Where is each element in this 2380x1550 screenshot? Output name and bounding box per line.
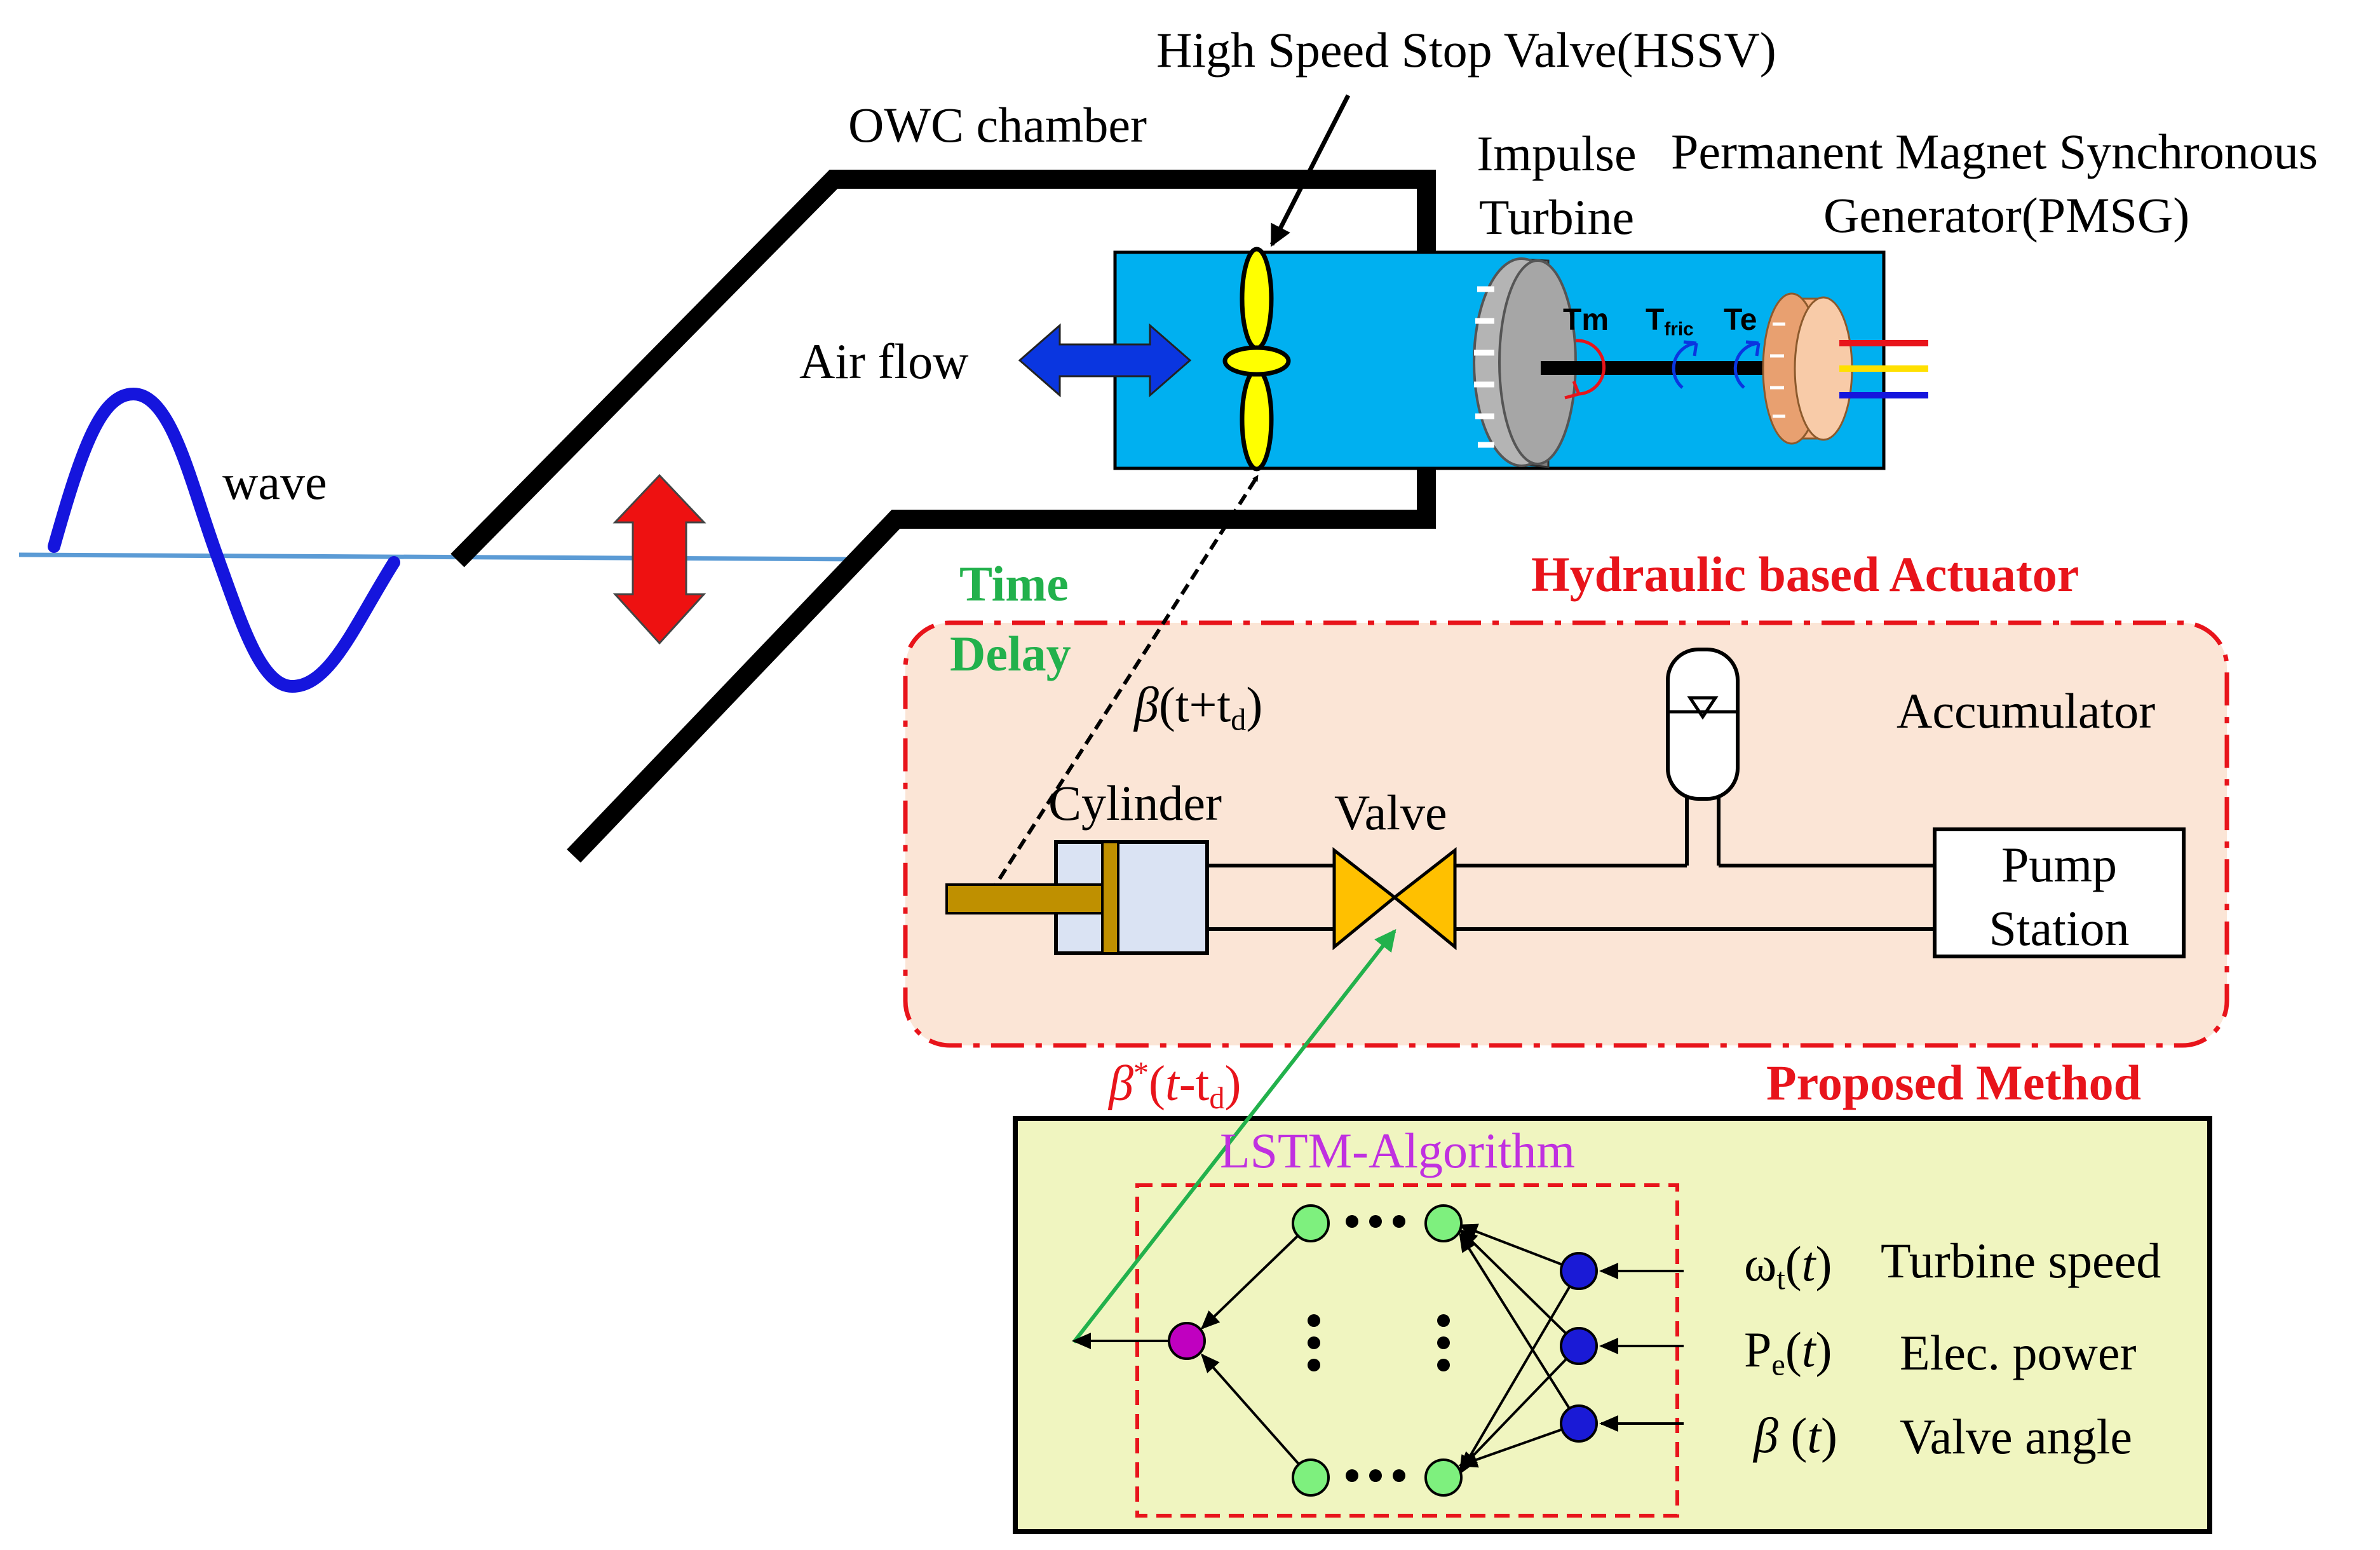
butterfly-valve-icon [1222,247,1291,472]
impulse-turbine-label: Impulse Turbine [1461,129,1652,242]
input-node [1560,1404,1598,1443]
ellipsis-dots [1308,1215,1450,1482]
beta-reference-sub: d [1209,1082,1225,1116]
beta-future-main: (t+t [1158,677,1231,732]
hssv-label: High Speed Stop Valve(HSSV) [1156,22,1776,78]
beta-reference-close: ) [1224,1055,1241,1111]
beta-future-symbol: β [1134,677,1159,732]
beta-reference-symbol: β [1109,1055,1133,1111]
hidden-node [1424,1204,1463,1242]
beta-reference-mid: -t [1179,1055,1210,1111]
input-arg-0: t [1801,1236,1816,1291]
network-nodes [1168,1204,1598,1497]
lstm-inner-box [1135,1183,1679,1518]
water-surface [18,552,865,562]
hydraulic-actuator-box [903,620,2229,1048]
input-node [1560,1252,1598,1290]
cylinder-label: Cylinder [1048,775,1222,831]
input-sub-0: t [1776,1262,1785,1296]
output-node [1168,1322,1206,1360]
input-symbol-valve-angle: β (t) [1754,1408,1837,1463]
input-name-turbine-speed: Turbine speed [1881,1233,2161,1288]
owc-chamber-lower-wall [567,469,1436,863]
sine-wave-icon [48,387,400,693]
accumulator-label: Accumulator [1897,683,2156,738]
double-arrow-icon [612,473,707,645]
time-delay-label-line1: Time [959,556,1069,611]
neural-network-icon [1072,1222,1684,1479]
pump-station-label: Pump Station [1935,840,2184,953]
torque-arrows [1564,339,1761,400]
input-arg-2: t [1807,1408,1822,1463]
tfric-label-sub: fric [1664,318,1694,340]
lstm-box [1013,1116,2212,1534]
valve-link-line [978,474,1260,910]
impulse-turbine-label-line2: Turbine [1478,189,1635,245]
gate-valve-icon [1332,846,1457,951]
input-node [1560,1327,1598,1365]
pump-station-label-line2: Station [1989,901,2130,956]
hssv-pointer [1269,94,1351,247]
input-symbol-elec-power: Pe(t) [1744,1322,1832,1382]
air-flow-label: Air flow [799,334,969,389]
input-symbol-2: β [1754,1408,1778,1463]
pmsg-label-line2: Generator(PMSG) [1823,187,2190,243]
pump-station-label-line1: Pump [2001,837,2118,892]
input-sub-1: e [1771,1348,1785,1382]
lstm-algorithm-label: LSTM-Algorithm [1220,1123,1575,1178]
hidden-node [1292,1458,1330,1497]
beta-reference-star: * [1133,1056,1149,1090]
input-arg-1: t [1801,1322,1816,1377]
three-phase-wires [1839,340,1928,398]
input-symbol-turbine-speed: ωt(t) [1744,1236,1832,1296]
cylinder-icon [945,840,1209,955]
air-flow-arrow [1018,323,1192,398]
wave-label: wave [222,454,327,510]
input-symbol-1: P [1744,1322,1772,1377]
valve-label: Valve [1334,785,1447,840]
proposed-method-label: Proposed Method [1766,1055,2142,1110]
control-signal-line [1072,928,1396,1343]
beta-reference-label: β*(t-td) [1109,1055,1241,1116]
hidden-node [1424,1458,1463,1497]
hidden-node [1292,1204,1330,1242]
beta-future-close: ) [1246,677,1263,732]
owc-chamber-upper-wall [450,170,1436,568]
accumulator-icon [1666,648,1740,801]
input-name-valve-angle: Valve angle [1900,1409,2133,1464]
te-label: Te [1724,303,1757,337]
input-name-elec-power: Elec. power [1900,1325,2137,1380]
beta-future-sub: d [1231,703,1247,737]
beta-reference-t: t [1165,1055,1179,1111]
owc-chamber-label: OWC chamber [848,97,1147,153]
beta-future-label: β(t+td) [1134,680,1262,736]
time-delay-label-line2: Delay [950,626,1071,681]
turbine-shaft [1541,361,1773,375]
tm-label: Tm [1563,303,1609,337]
pump-station-box [1933,827,2186,958]
pmsg-label-line1: Permanent Magnet Synchronous [1671,124,2318,179]
impulse-turbine-label-line1: Impulse [1477,126,1637,181]
tfric-label: Tfric [1646,305,1694,339]
hydraulic-piping [1207,798,1935,931]
input-symbol-0: ω [1744,1236,1777,1291]
hydraulic-actuator-label: Hydraulic based Actuator [1531,547,2079,602]
turbine-icon [1473,257,1577,468]
tfric-label-main: T [1646,303,1665,337]
generator-icon [1762,292,1853,445]
